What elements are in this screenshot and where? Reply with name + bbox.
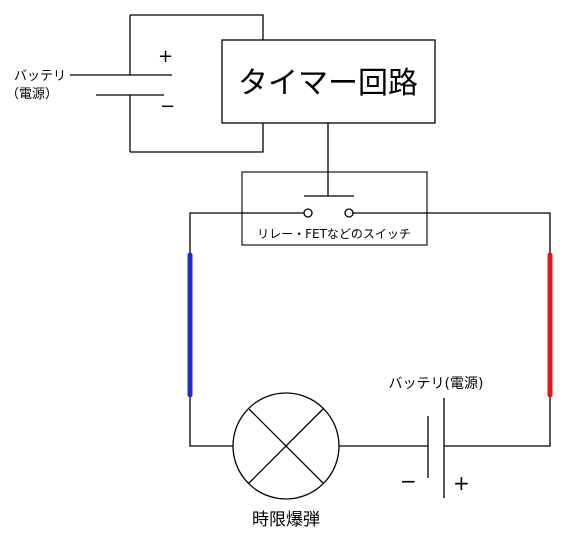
battery-top-sub-label: （電源）: [6, 87, 58, 102]
battery-bottom-plates: [427, 398, 445, 498]
switch-contact-right: [344, 208, 354, 218]
wire-left-top: [189, 212, 304, 255]
top-power-section: [70, 14, 264, 153]
relay-switch-label: リレー・FETなどのスイッチ: [257, 227, 411, 241]
relay-switch-box: [241, 171, 428, 246]
timer-circuit-label: タイマー回路: [238, 66, 418, 101]
wire-bottom-loop: [130, 123, 264, 153]
battery-top-plus-sign: +: [158, 46, 173, 67]
timer-to-relay-link: [304, 123, 354, 197]
battery-bottom-plus-sign: +: [453, 471, 470, 495]
wire-right-top: [353, 212, 551, 255]
wire-left-bottom: [189, 395, 233, 447]
battery-top-minus-sign: −: [160, 96, 175, 117]
switch-contact-left: [303, 208, 313, 218]
wire-top-loop: [130, 14, 264, 40]
battery-bottom-minus-sign: −: [400, 469, 417, 493]
wire-battery-to-right: [444, 395, 551, 447]
battery-top-label: バッテリ: [14, 69, 66, 84]
battery-bottom-label: バッテリ(電源): [389, 376, 484, 392]
main-loop-wiring: [189, 212, 551, 447]
bomb-label: 時限爆弾: [252, 510, 320, 530]
bomb-lamp-symbol: [232, 392, 340, 500]
